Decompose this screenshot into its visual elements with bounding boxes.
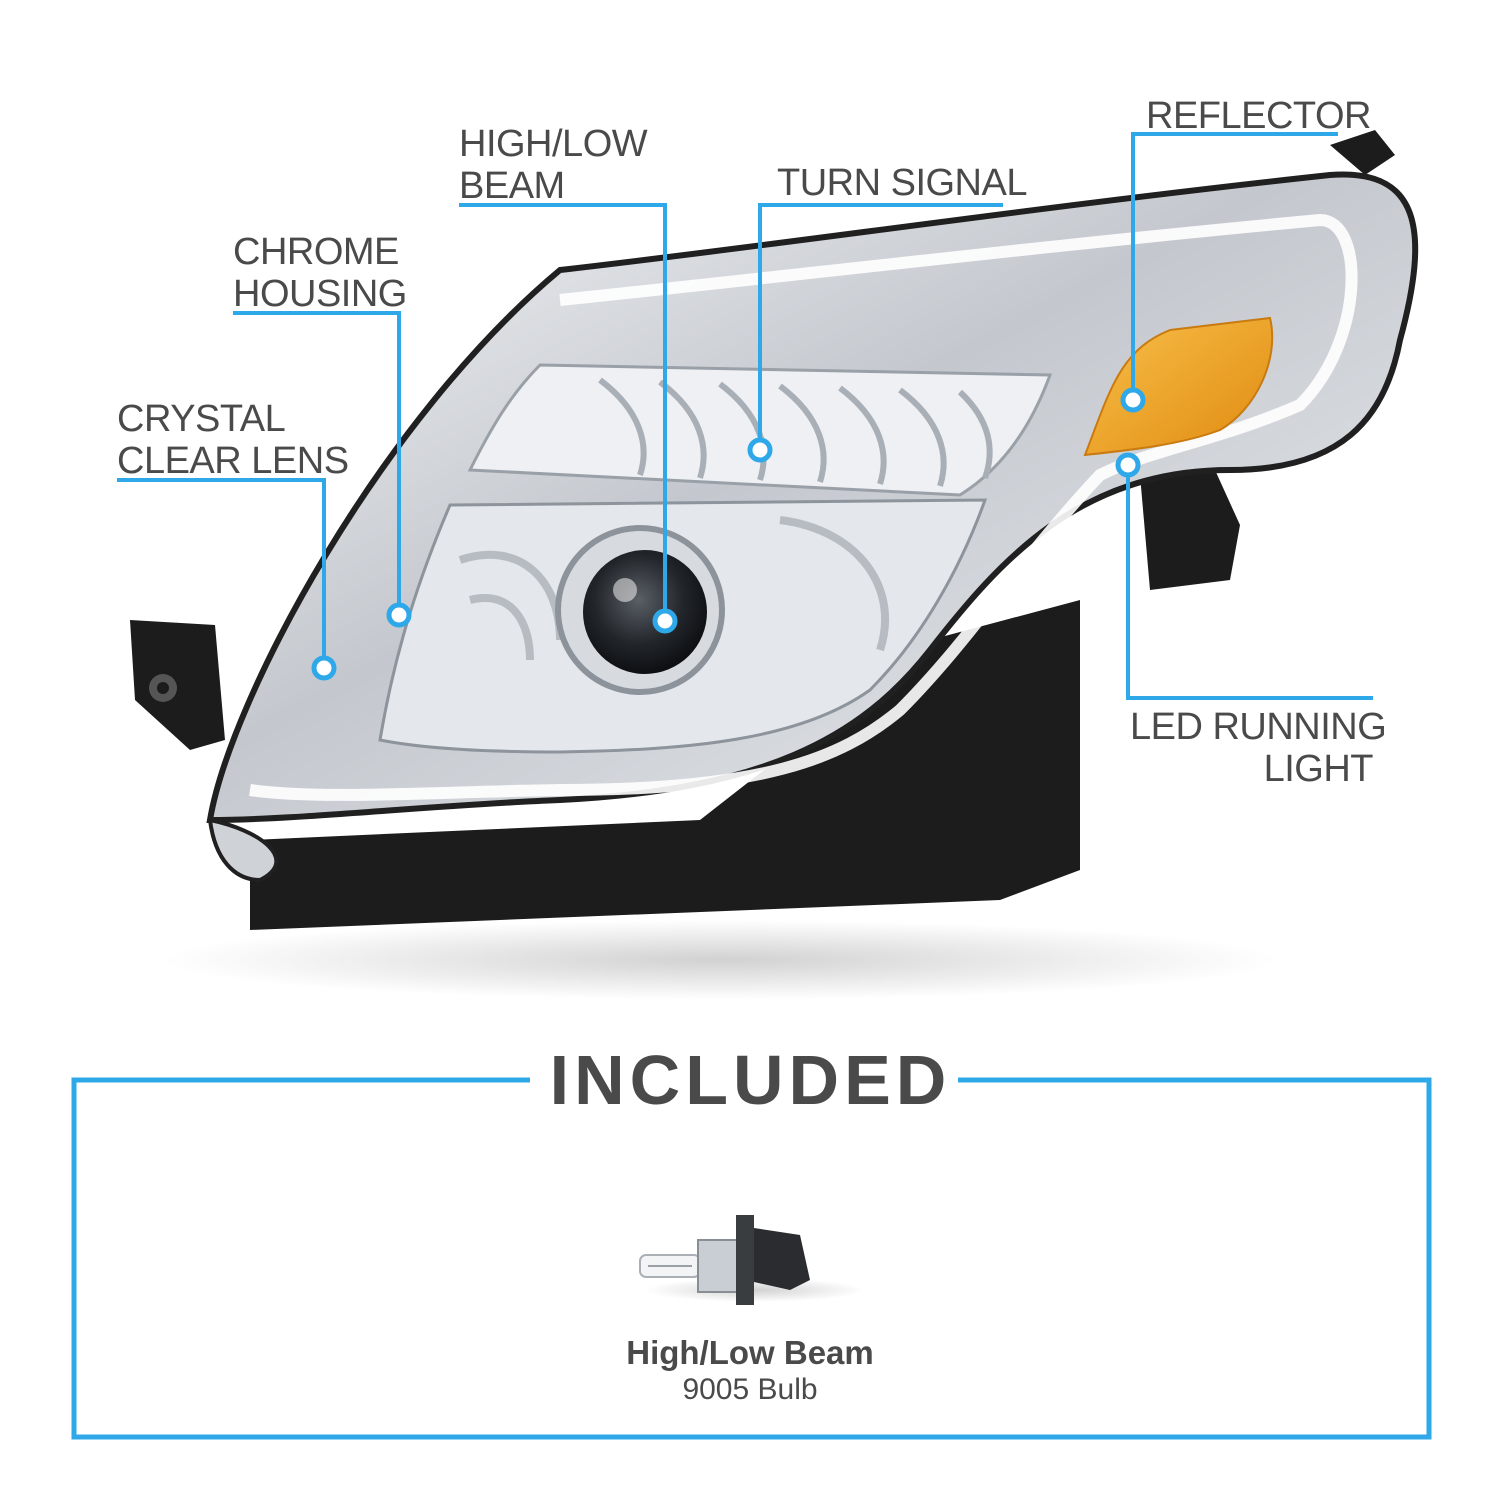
callout-dot-reflector [1120,387,1146,413]
callout-dot-led [1115,452,1141,478]
amber-reflector [1083,316,1274,457]
rear-housing [130,130,1395,930]
callout-reflector: REFLECTOR [1146,95,1371,137]
led-strip [249,213,1358,801]
callout-lines [117,132,1373,700]
callout-dot-crystal [311,655,337,681]
callout-led-running-light: LED RUNNING LIGHT [1130,706,1387,790]
callout-text: CRYSTAL [117,398,286,440]
included-item-title: High/Low Beam [626,1334,874,1371]
callout-text: CLEAR LENS [117,440,349,482]
included-item-subtitle: 9005 Bulb [682,1373,818,1406]
included-title: INCLUDED [549,1041,952,1119]
callout-high-low-beam: HIGH/LOW BEAM [459,123,648,207]
callout-dot-beam [652,608,678,634]
callout-text: REFLECTOR [1146,95,1371,137]
callout-line-led [1126,465,1373,700]
callout-chrome-housing: CHROME HOUSING [233,231,407,315]
callout-text: TURN SIGNAL [777,162,1027,204]
callout-dot-turn [747,437,773,463]
callout-turn-signal: TURN SIGNAL [777,162,1027,204]
callout-text: HOUSING [233,273,407,315]
callout-text: BEAM [459,165,565,207]
callout-text: LED RUNNING [1130,706,1387,748]
lens-lip [207,817,279,883]
floor-shadow [160,920,1280,1000]
callout-line-reflector [1131,132,1338,400]
callout-text: CHROME [233,231,399,273]
callout-line-turn [758,203,1003,450]
bulb-image [639,1215,865,1305]
callout-line-beam [459,203,667,621]
callout-line-crystal [117,478,326,668]
callout-crystal-lens: CRYSTAL CLEAR LENS [117,398,349,482]
callout-text: LIGHT [1263,748,1374,790]
projector-lens [583,550,707,674]
callout-text: HIGH/LOW [459,123,648,165]
callout-dot-chrome [386,602,412,628]
turn-signal-fins [598,377,993,487]
callout-dots [311,387,1146,681]
callout-line-chrome [233,311,401,615]
included-box-frame [71,1077,1432,1440]
